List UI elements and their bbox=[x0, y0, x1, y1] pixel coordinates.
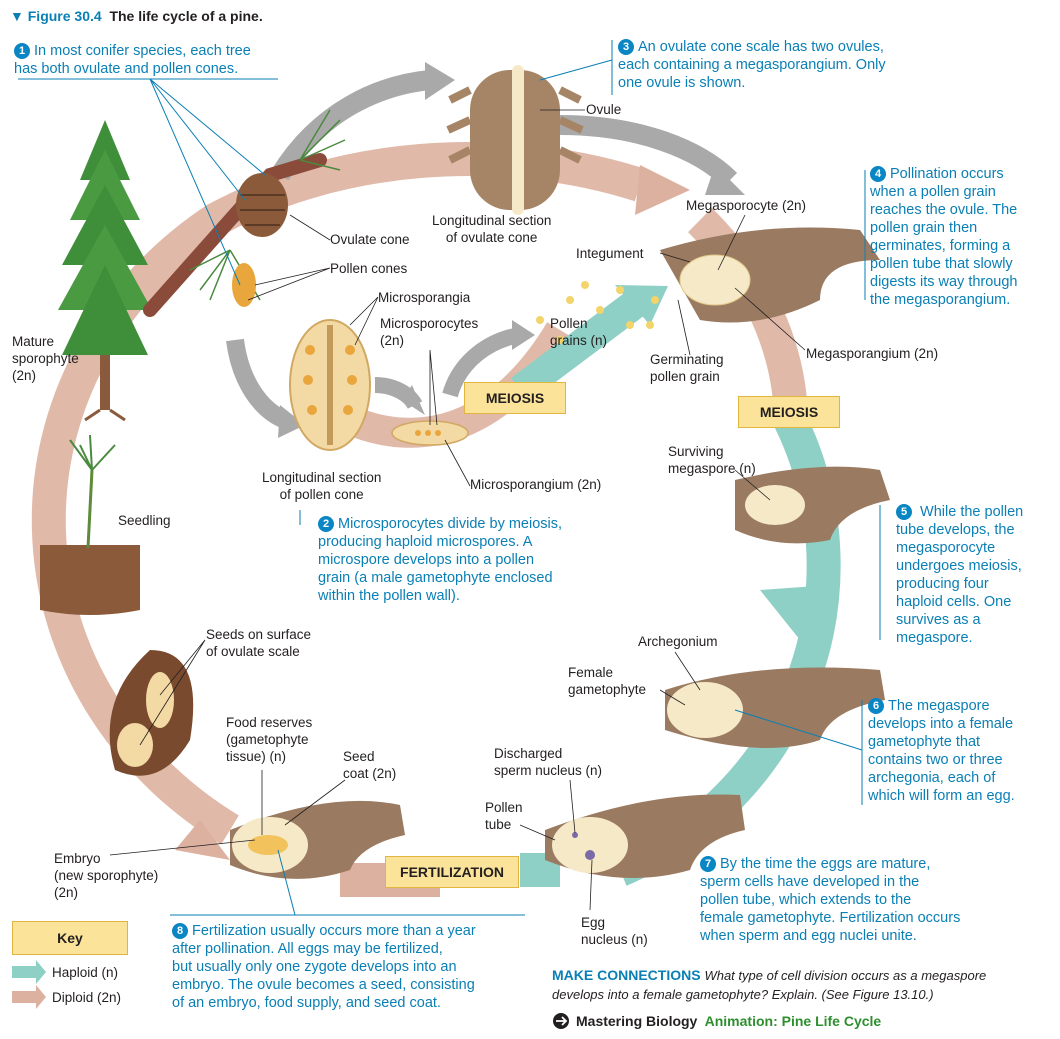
figure-caption: The life cycle of a pine. bbox=[109, 8, 263, 24]
label-food-reserves: Food reserves (gametophyte tissue) (n) bbox=[226, 715, 313, 764]
step-text: Microsporocytes divide by meiosis, produ… bbox=[318, 516, 563, 604]
label-megasporocyte: Megasporocyte (2n) bbox=[686, 198, 807, 213]
seedling bbox=[40, 434, 140, 615]
label-microsporocytes: Microsporocytes (2n) bbox=[380, 316, 479, 348]
label-megasporangium: Megasporangium (2n) bbox=[806, 346, 939, 361]
label-seed-coat: Seed coat (2n) bbox=[343, 749, 397, 781]
mastering-label: Mastering Biology bbox=[576, 1013, 698, 1029]
callout-leaders bbox=[18, 40, 881, 916]
ovule-fertilization bbox=[545, 794, 745, 878]
label-seedling: Seedling bbox=[118, 513, 171, 528]
seed bbox=[230, 800, 405, 879]
step-number: 3 bbox=[618, 39, 634, 55]
label-mature-sporophyte: Mature sporophyte (2n) bbox=[12, 334, 79, 383]
make-connections: MAKE CONNECTIONS What type of cell divis… bbox=[552, 966, 1052, 1004]
ovulate-scale-seeds bbox=[109, 650, 194, 776]
grey-arrow-to-ovulate-section bbox=[271, 70, 432, 181]
label-female-gametophyte: Female gametophyte bbox=[568, 665, 647, 697]
make-connections-heading: MAKE CONNECTIONS bbox=[552, 967, 701, 983]
label-egg-nucleus: Egg nucleus (n) bbox=[581, 915, 648, 947]
label-germinating-pollen-grain: Germinating pollen grain bbox=[650, 352, 724, 384]
step-5: 5 While the pollen tube develops, the me… bbox=[896, 503, 1023, 647]
key-haploid: Haploid (n) bbox=[52, 965, 119, 980]
label-ovule: Ovule bbox=[586, 102, 622, 117]
step-number: 1 bbox=[14, 43, 30, 59]
label-embryo: Embryo (new sporophyte) (2n) bbox=[54, 851, 159, 900]
label-longitudinal-section-ovulate: Longitudinal section of ovulate cone bbox=[432, 213, 552, 245]
ovule-female-gametophyte bbox=[665, 667, 885, 748]
figure-title: ▼ Figure 30.4 The life cycle of a pine. bbox=[10, 8, 263, 24]
label-pollen-cones: Pollen cones bbox=[330, 261, 408, 276]
meiosis-box-2: MEIOSIS bbox=[738, 396, 840, 428]
label-discharged-sperm: Discharged sperm nucleus (n) bbox=[494, 746, 603, 778]
diploid-swatch bbox=[12, 985, 46, 1009]
haploid-swatch bbox=[12, 960, 46, 984]
animation-label: Animation: Pine Life Cycle bbox=[704, 1013, 882, 1029]
ovulate-cone-section bbox=[446, 65, 584, 215]
label-microsporangia: Microsporangia bbox=[378, 290, 471, 305]
step-text: The megaspore develops into a female gam… bbox=[868, 698, 1015, 804]
step-text: In most conifer species, each tree has b… bbox=[14, 43, 251, 77]
key-title: Key bbox=[12, 921, 128, 955]
step-number: 2 bbox=[318, 516, 334, 532]
step-text: While the pollen tube develops, the mega… bbox=[896, 504, 1024, 646]
label-surviving-megaspore: Surviving megaspore (n) bbox=[668, 444, 756, 476]
make-connections-question: What type of cell division occurs as a m… bbox=[552, 968, 987, 1002]
fertilization-box: FERTILIZATION bbox=[385, 856, 519, 888]
label-leaders bbox=[109, 109, 806, 911]
step-text: Pollination occurs when a pollen grain r… bbox=[870, 166, 1018, 308]
label-microsporangium: Microsporangium (2n) bbox=[470, 477, 602, 492]
label-pollen-grains: Pollen grains (n) bbox=[550, 316, 608, 348]
figure-number: ▼ Figure 30.4 bbox=[10, 8, 102, 24]
step-number: 6 bbox=[868, 698, 884, 714]
mastering-biology-link[interactable]: Mastering Biology Animation: Pine Life C… bbox=[576, 1012, 881, 1031]
pollen-grains bbox=[536, 281, 659, 344]
step-number: 4 bbox=[870, 166, 886, 182]
key-diploid: Diploid (2n) bbox=[52, 990, 122, 1005]
label-seeds-on-scale: Seeds on surface of ovulate scale bbox=[206, 627, 312, 659]
pine-branch bbox=[143, 109, 346, 317]
step-number: 8 bbox=[172, 923, 188, 939]
label-pollen-tube: Pollen tube bbox=[485, 800, 523, 832]
ovule-pollination bbox=[660, 227, 880, 323]
label-archegonium: Archegonium bbox=[638, 634, 718, 649]
pollen-cone-section bbox=[289, 319, 371, 451]
label-ovulate-cone: Ovulate cone bbox=[330, 232, 410, 247]
step-number: 5 bbox=[896, 504, 912, 520]
label-integument: Integument bbox=[576, 246, 644, 261]
step-text: By the time the eggs are mature, sperm c… bbox=[700, 856, 961, 944]
step-text: An ovulate cone scale has two ovules, ea… bbox=[618, 39, 886, 91]
meiosis-box-1: MEIOSIS bbox=[464, 382, 566, 414]
step-number: 7 bbox=[700, 856, 716, 872]
step-text: Fertilization usually occurs more than a… bbox=[172, 923, 476, 1011]
label-longitudinal-section-pollen: Longitudinal section of pollen cone bbox=[262, 470, 382, 502]
mature-tree bbox=[58, 120, 152, 422]
ovule-megaspore bbox=[735, 466, 890, 544]
